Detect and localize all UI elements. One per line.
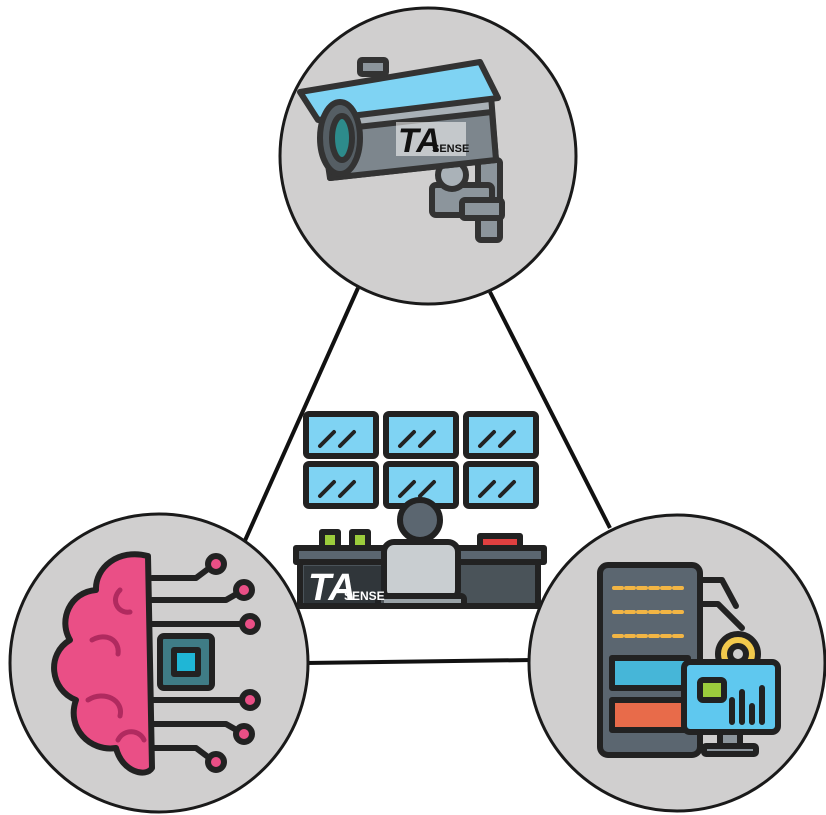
edge-brain-server (305, 660, 532, 663)
node-cctv-camera: TA SENSE (280, 8, 576, 304)
logo-word-control: SENSE (344, 589, 385, 603)
logo-camera: TA SENSE (396, 122, 469, 160)
logo-control-room: TA SENSE (304, 566, 385, 609)
node-server-dashboard (529, 515, 825, 811)
logo-word-camera: SENSE (432, 143, 469, 155)
monitor-wall (306, 414, 536, 506)
node-ai-brain (10, 514, 308, 812)
